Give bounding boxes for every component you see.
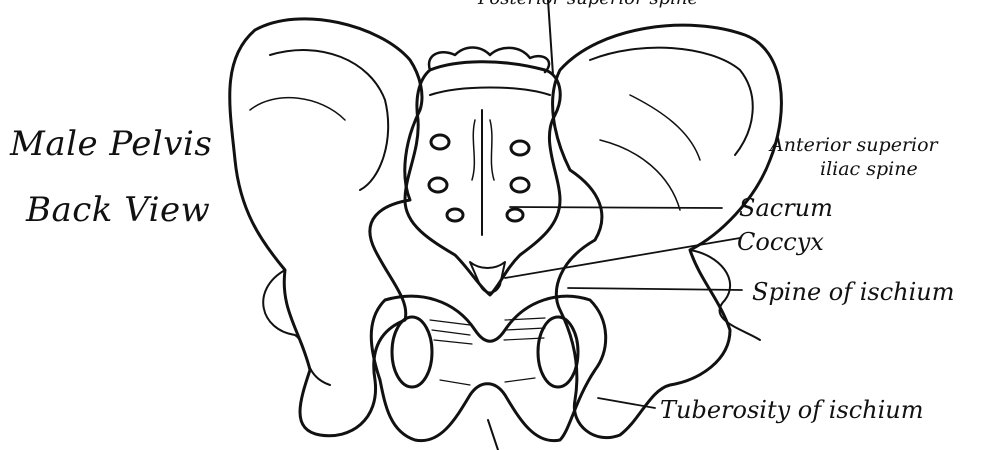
leader-sacrum xyxy=(510,207,722,208)
leader-coccyx xyxy=(505,238,740,278)
label-spine-of-ischium: Spine of ischium xyxy=(752,280,955,304)
vertebra xyxy=(429,48,549,73)
label-coccyx: Coccyx xyxy=(737,230,824,254)
title-line2: Back View xyxy=(26,193,210,227)
label-iliac-spine: iliac spine xyxy=(820,160,918,179)
label-tuberosity-of-ischium: Tuberosity of ischium xyxy=(660,398,924,422)
label-anterior-superior: Anterior superior xyxy=(770,136,938,155)
left-ilium xyxy=(230,19,422,436)
leader-spine xyxy=(568,288,742,290)
label-top-cut: Posterior superior spine xyxy=(478,0,698,8)
leader-bottom xyxy=(488,420,498,450)
title-line1: Male Pelvis xyxy=(10,127,212,161)
left-obturator xyxy=(392,317,432,387)
label-sacrum: Sacrum xyxy=(739,196,833,220)
